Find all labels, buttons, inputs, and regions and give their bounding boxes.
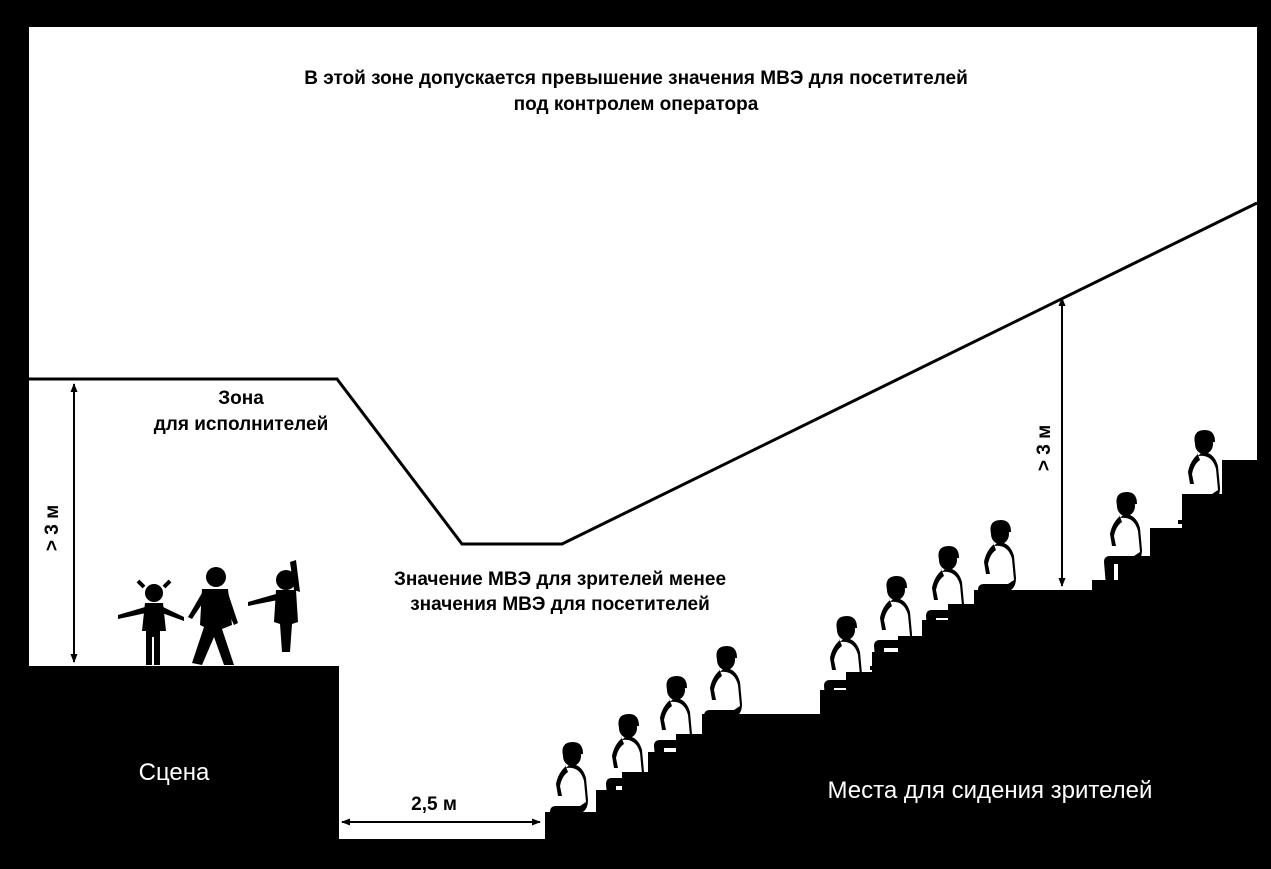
audience-note-line2: значения МВЭ для посетителей xyxy=(410,594,710,615)
exposure-boundary xyxy=(29,201,1258,546)
performer-zone-line2: для исполнителей xyxy=(154,414,329,435)
stage-block xyxy=(29,666,339,845)
top-zone-line1: В этой зоне допускается превышение значе… xyxy=(304,68,968,89)
stage-label: Сцена xyxy=(139,759,210,786)
stage-height-label: > 3 м xyxy=(42,505,63,551)
performer-zone-line1: Зона xyxy=(218,388,264,409)
top-zone-line2: под контролем оператора xyxy=(514,94,759,115)
audience-height-label: > 3 м xyxy=(1034,425,1055,471)
performer-silhouettes xyxy=(118,560,300,665)
seats-label: Места для сидения зрителей xyxy=(828,777,1153,804)
gap-width-label: 2,5 м xyxy=(411,794,457,815)
audience-note-line1: Значение МВЭ для зрителей менее xyxy=(394,569,726,590)
seating-steps xyxy=(545,460,1257,845)
